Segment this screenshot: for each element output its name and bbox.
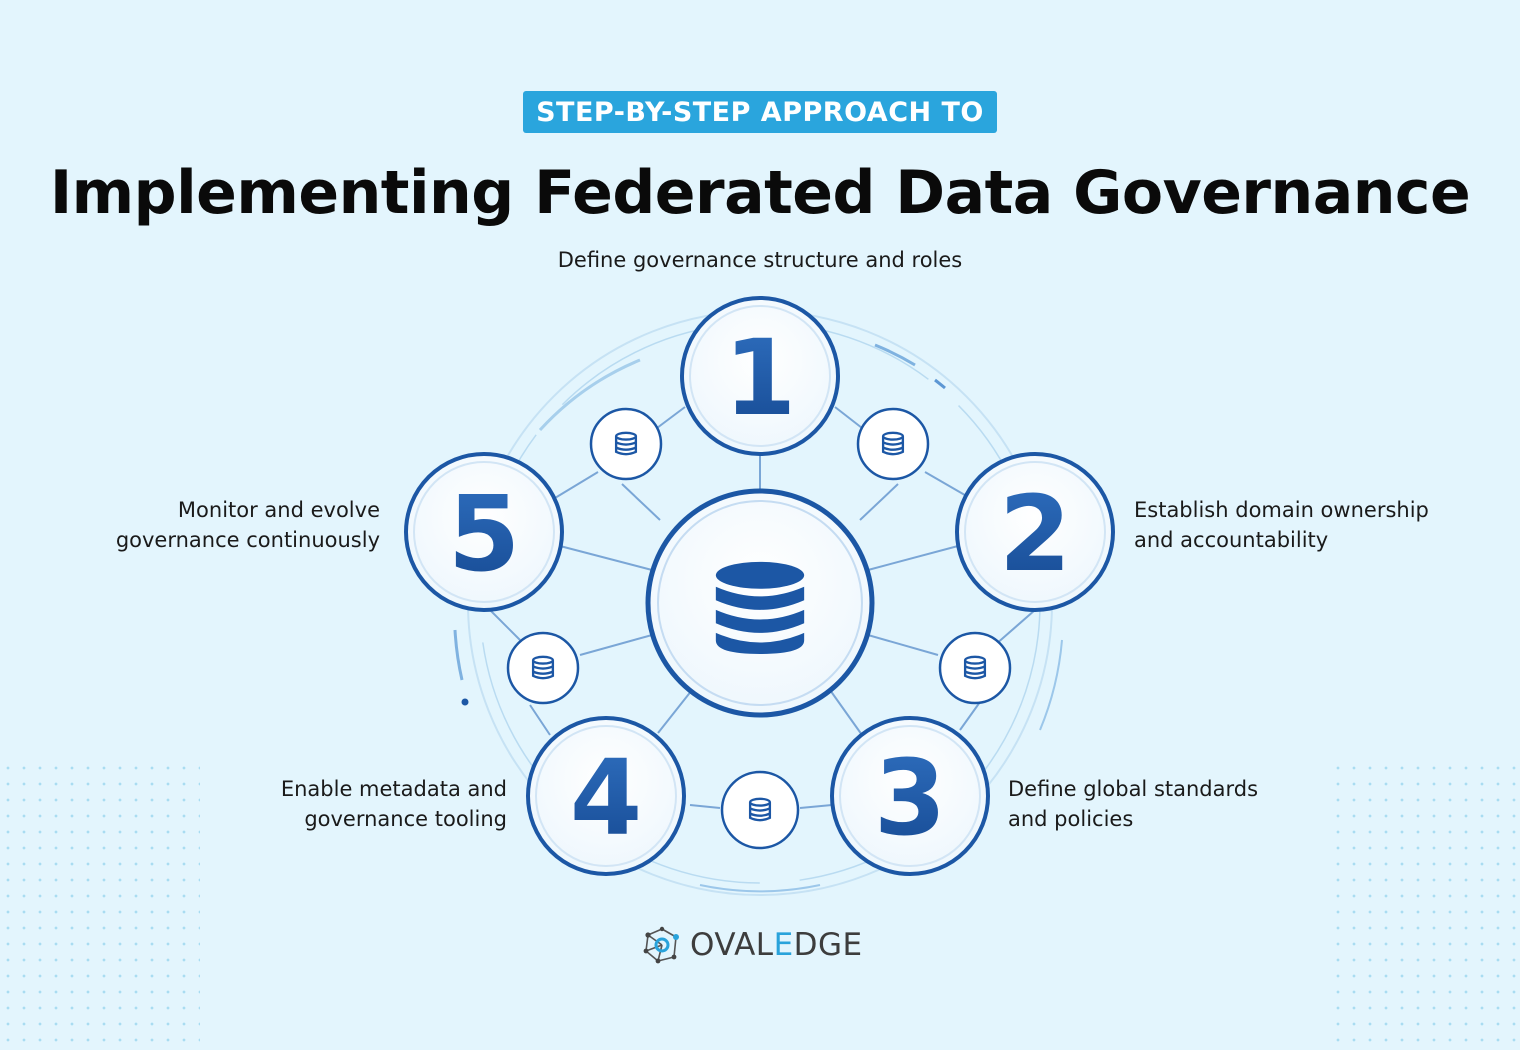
step-circle-4: 4: [526, 716, 686, 876]
satellite-nodes: [506, 407, 1012, 850]
satellite-node: [589, 407, 663, 481]
step-circle-2: 2: [955, 452, 1115, 612]
step-number: 4: [570, 737, 642, 859]
ovaledge-logo-icon: [643, 926, 679, 964]
step-circle-5: 5: [404, 452, 564, 612]
satellite-node: [856, 407, 930, 481]
step-number: 2: [999, 473, 1071, 595]
dot-pattern-right: [1330, 760, 1520, 1050]
satellite-node: [938, 631, 1012, 705]
step-circle-1: 1: [680, 296, 840, 456]
center-hub: [645, 488, 875, 718]
step-number: 5: [448, 473, 520, 595]
satellite-node: [506, 631, 580, 705]
step-number: 3: [874, 737, 946, 859]
page-title: Implementing Federated Data Governance: [49, 158, 1471, 228]
step-circle-3: 3: [830, 716, 990, 876]
step-1-text: Define governance structure and roles: [557, 248, 963, 272]
connector-lines: [479, 406, 1036, 809]
kicker-label: STEP-BY-STEP APPROACH TO: [523, 91, 997, 133]
ovaledge-logo: OVALEDGE: [640, 920, 863, 970]
step-number: 1: [724, 317, 796, 439]
satellite-node: [720, 770, 800, 850]
dot-pattern-left: [0, 760, 200, 1050]
ovaledge-logo-text: OVALEDGE: [690, 927, 863, 963]
